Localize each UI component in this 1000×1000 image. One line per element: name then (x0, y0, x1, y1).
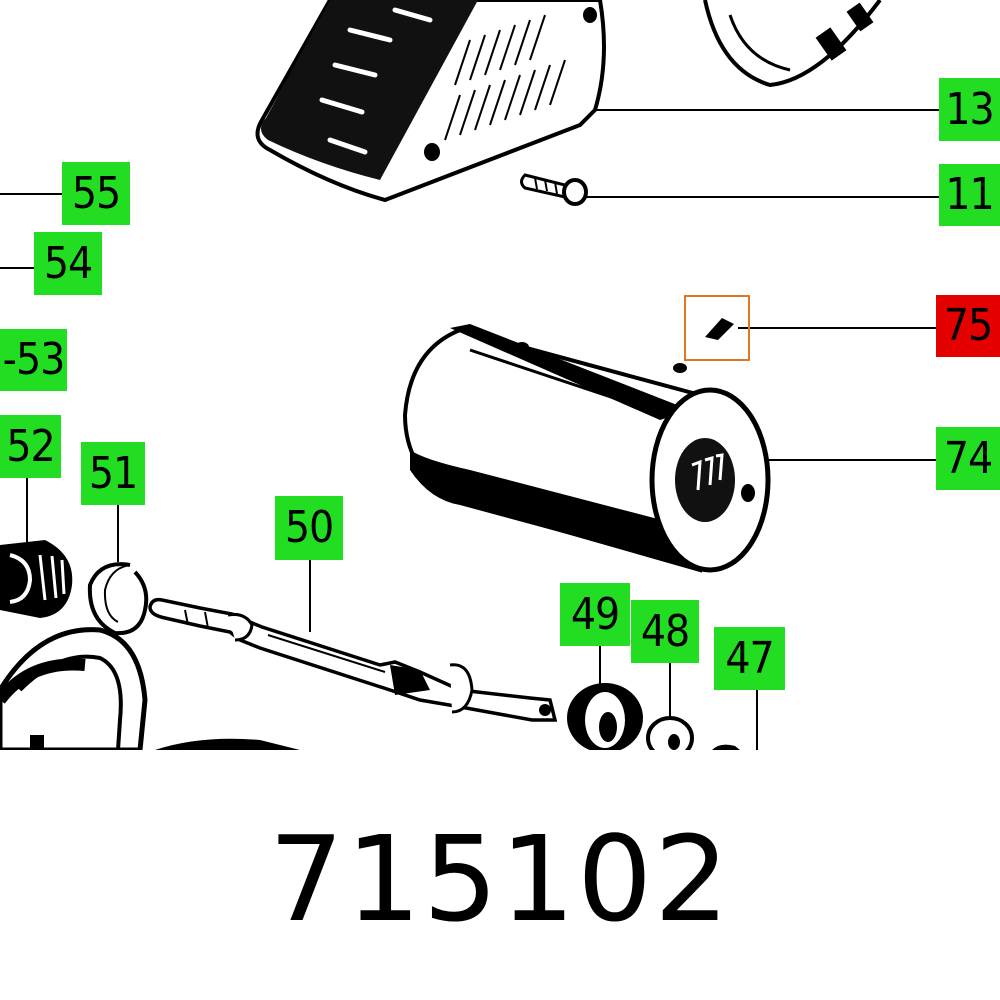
callout-51[interactable]: 51 (81, 442, 145, 505)
part-75-key (705, 318, 734, 340)
leader-lines (0, 109, 940, 750)
callout-49[interactable]: 49 (560, 583, 630, 646)
callout-13[interactable]: 13 (939, 78, 1000, 141)
callout-74[interactable]: 74 (936, 427, 1000, 490)
part-74-cutter-drum (402, 324, 771, 573)
lower-left-components (0, 627, 300, 750)
exploded-parts-diagram (0, 0, 940, 750)
callout-54[interactable]: 54 (34, 232, 102, 295)
callout-55[interactable]: 55 (62, 162, 130, 225)
callout-47[interactable]: 47 (714, 627, 785, 690)
callout-53[interactable]: -53 (0, 329, 67, 391)
part-13-housing (255, 0, 882, 203)
callout-52[interactable]: 52 (0, 415, 61, 478)
part-49-flange (567, 683, 643, 750)
callout-48[interactable]: 48 (631, 600, 699, 663)
part-51-circlip (87, 562, 149, 636)
part-47 (712, 744, 740, 750)
part-48-washer (646, 716, 694, 750)
callout-11[interactable]: 11 (939, 164, 1000, 226)
callout-75[interactable]: 75 (936, 295, 1000, 357)
selection-highlight-75 (684, 295, 750, 361)
part-11-screw (520, 173, 588, 206)
part-number: 715102 (268, 810, 732, 948)
part-50-shaft (148, 597, 558, 722)
callout-50[interactable]: 50 (275, 496, 343, 560)
part-52-bearing (0, 540, 73, 618)
